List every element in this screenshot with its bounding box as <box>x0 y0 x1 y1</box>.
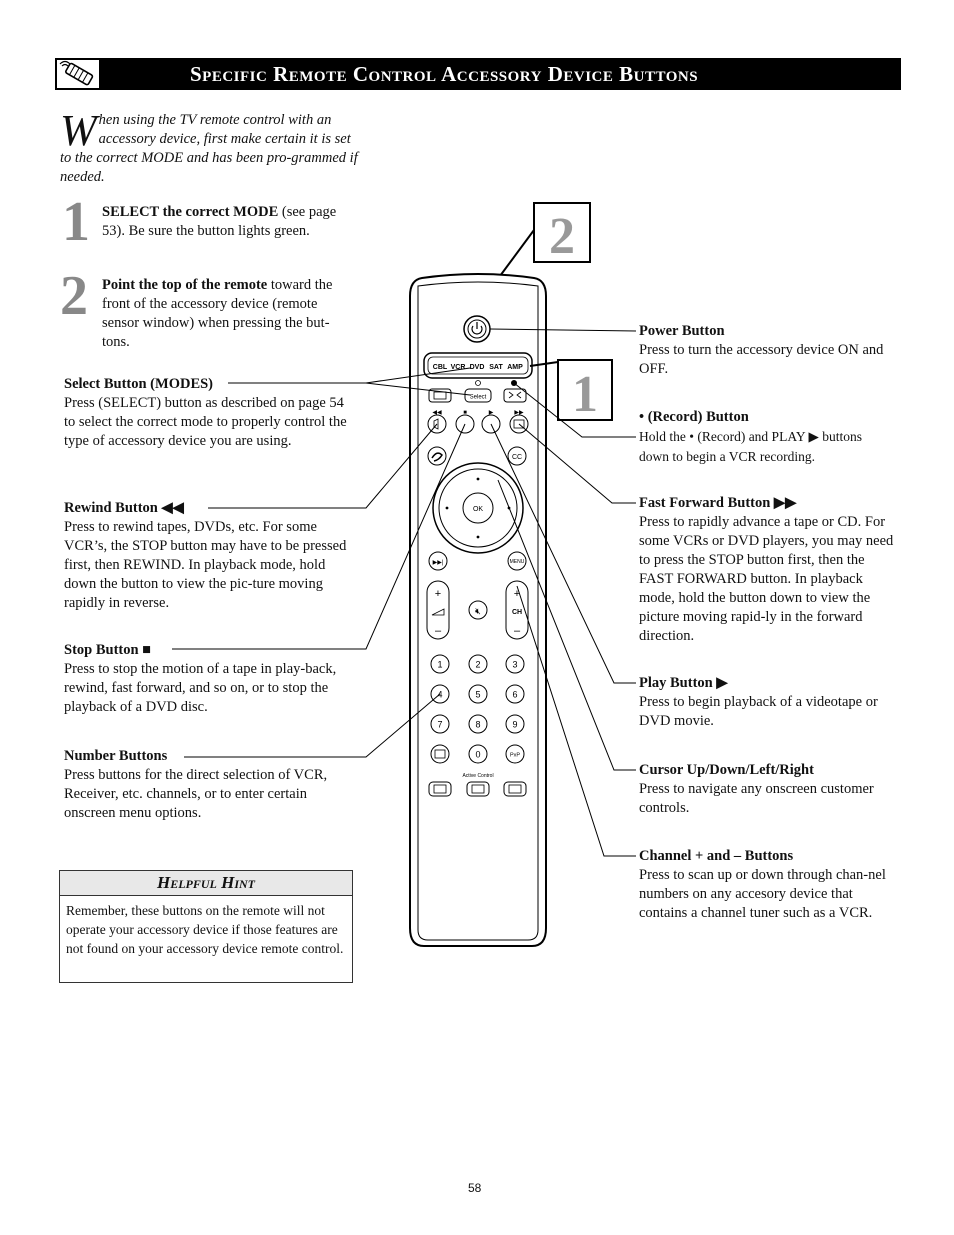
cursor-buttons-label: Cursor Up/Down/Left/Right Press to navig… <box>639 761 894 818</box>
select-row: Select <box>428 380 527 403</box>
svg-text:+: + <box>514 588 520 600</box>
step-1-number: 1 <box>62 191 90 253</box>
select-key-label: Select <box>470 395 487 401</box>
number-buttons-body: Press buttons for the direct selection o… <box>64 767 328 821</box>
cc-key-label: CC <box>512 454 522 461</box>
power-button <box>463 315 491 343</box>
active-control-label: Active Control <box>462 773 493 779</box>
step-1-body: (see page 53). Be sure the button lights… <box>102 204 337 239</box>
callout-2-number: 2 <box>549 208 575 265</box>
leader-lines <box>172 328 637 857</box>
mode-selector-bar: CBL VCR DVD SAT AMP <box>423 352 533 379</box>
svg-text:▶▶: ▶▶ <box>514 410 524 416</box>
fast-forward-button-label: Fast Forward Button ▶▶ Press to rapidly … <box>639 494 897 646</box>
mode-dvd: DVD <box>470 364 485 371</box>
helpful-hint-box: Helpful Hint Remember, these buttons on … <box>59 870 353 983</box>
digit-7: 7 <box>437 720 442 730</box>
svg-text:◀◀: ◀◀ <box>432 410 442 416</box>
number-pad: 1 2 3 4 5 6 7 8 9 0 PxP <box>430 654 525 764</box>
intro-dropcap: W <box>60 106 97 155</box>
step-1-bold: SELECT the correct MODE <box>102 204 279 220</box>
svg-text:■: ■ <box>463 410 467 416</box>
channel-buttons-label: Channel + and – Buttons Press to scan up… <box>639 847 894 923</box>
step-1-text: SELECT the correct MODE (see page 53). B… <box>102 203 342 241</box>
digit-0: 0 <box>475 750 480 760</box>
pxp-key-label: PxP <box>510 753 520 759</box>
power-button-body: Press to turn the accessory device ON an… <box>639 342 884 377</box>
ok-key-label: OK <box>473 506 483 513</box>
ch-key-label: CH <box>512 609 522 616</box>
menu-key-label: MENU <box>510 559 525 565</box>
menu-row: ▶▶| MENU <box>428 551 527 571</box>
intro-text: hen using the TV remote control with an … <box>60 112 358 185</box>
mode-sat: SAT <box>489 364 503 371</box>
volume-channel-row: + – 🔇︎ + CH – <box>426 580 529 640</box>
fast-forward-button-body: Press to rapidly advance a tape or CD. F… <box>639 514 894 644</box>
select-button-label: Select Button (MODES) Press (SELECT) but… <box>64 375 354 451</box>
callout-1-number: 1 <box>572 366 598 423</box>
record-button-title: • (Record) Button <box>639 409 749 425</box>
channel-buttons-title: Channel + and – Buttons <box>639 848 794 864</box>
stop-button-title: Stop Button ■ <box>64 642 151 658</box>
rewind-button-body: Press to rewind tapes, DVDs, etc. For so… <box>64 519 347 611</box>
play-button-title: Play Button ▶ <box>639 675 728 691</box>
mode-amp: AMP <box>507 364 523 371</box>
cursor-buttons-body: Press to navigate any onscreen customer … <box>639 781 874 816</box>
digit-5: 5 <box>475 690 480 700</box>
digit-6: 6 <box>512 690 517 700</box>
step-2-number: 2 <box>60 265 88 327</box>
page-number: 58 <box>468 1181 482 1195</box>
active-control-row: Active Control <box>428 773 527 797</box>
helpful-hint-body: Remember, these buttons on the remote wi… <box>66 903 344 956</box>
digit-9: 9 <box>512 720 517 730</box>
number-buttons-title: Number Buttons <box>64 748 168 764</box>
power-button-title: Power Button <box>639 323 725 339</box>
stop-button-body: Press to stop the motion of a tape in pl… <box>64 661 337 715</box>
svg-text:▶▶|: ▶▶| <box>433 560 444 566</box>
record-button-body: Hold the • (Record) and PLAY ▶ buttons d… <box>639 429 862 464</box>
digit-8: 8 <box>475 720 480 730</box>
svg-text:+: + <box>435 588 441 600</box>
mode-cbl: CBL <box>433 364 448 371</box>
play-button-label: Play Button ▶ Press to begin playback of… <box>639 674 894 731</box>
callout-2: 2 <box>499 202 591 277</box>
record-button-label: • (Record) Button Hold the • (Record) an… <box>639 408 894 467</box>
page-title: Specific Remote Control Accessory Device… <box>190 62 699 86</box>
helpful-hint-title: Helpful Hint <box>60 871 352 896</box>
select-button-body: Press (SELECT) button as described on pa… <box>64 395 347 449</box>
step-2-bold: Point the top of the remote <box>102 277 268 293</box>
rewind-button-title: Rewind Button ◀◀ <box>64 500 184 516</box>
step-2-text: Point the top of the remote toward the f… <box>102 276 356 352</box>
play-button-body: Press to begin playback of a videotape o… <box>639 694 878 729</box>
stop-button-label: Stop Button ■ Press to stop the motion o… <box>64 641 349 717</box>
channel-buttons-body: Press to scan up or down through chan-ne… <box>639 867 886 921</box>
cc-row: CC <box>427 446 527 466</box>
digit-1: 1 <box>437 660 442 670</box>
remote-control-icon <box>57 60 99 88</box>
select-button-title: Select Button (MODES) <box>64 376 214 392</box>
digit-2: 2 <box>475 660 480 670</box>
cursor-buttons-title: Cursor Up/Down/Left/Right <box>639 762 814 778</box>
power-button-label: Power Button Press to turn the accessory… <box>639 322 894 379</box>
callout-1: 1 <box>529 359 613 423</box>
rewind-button-label: Rewind Button ◀◀ Press to rewind tapes, … <box>64 499 349 613</box>
fast-forward-button-title: Fast Forward Button ▶▶ <box>639 495 797 511</box>
svg-text:–: – <box>435 625 442 637</box>
step-2-body: toward the front of the accessory device… <box>102 277 333 350</box>
svg-text:▶: ▶ <box>489 410 494 416</box>
digit-3: 3 <box>512 660 517 670</box>
svg-text:–: – <box>514 625 521 637</box>
svg-text:🔇︎: 🔇︎ <box>475 606 481 616</box>
section-header-bar <box>55 58 901 90</box>
mode-vcr: VCR <box>451 364 466 371</box>
number-buttons-label: Number Buttons Press buttons for the dir… <box>64 747 349 823</box>
